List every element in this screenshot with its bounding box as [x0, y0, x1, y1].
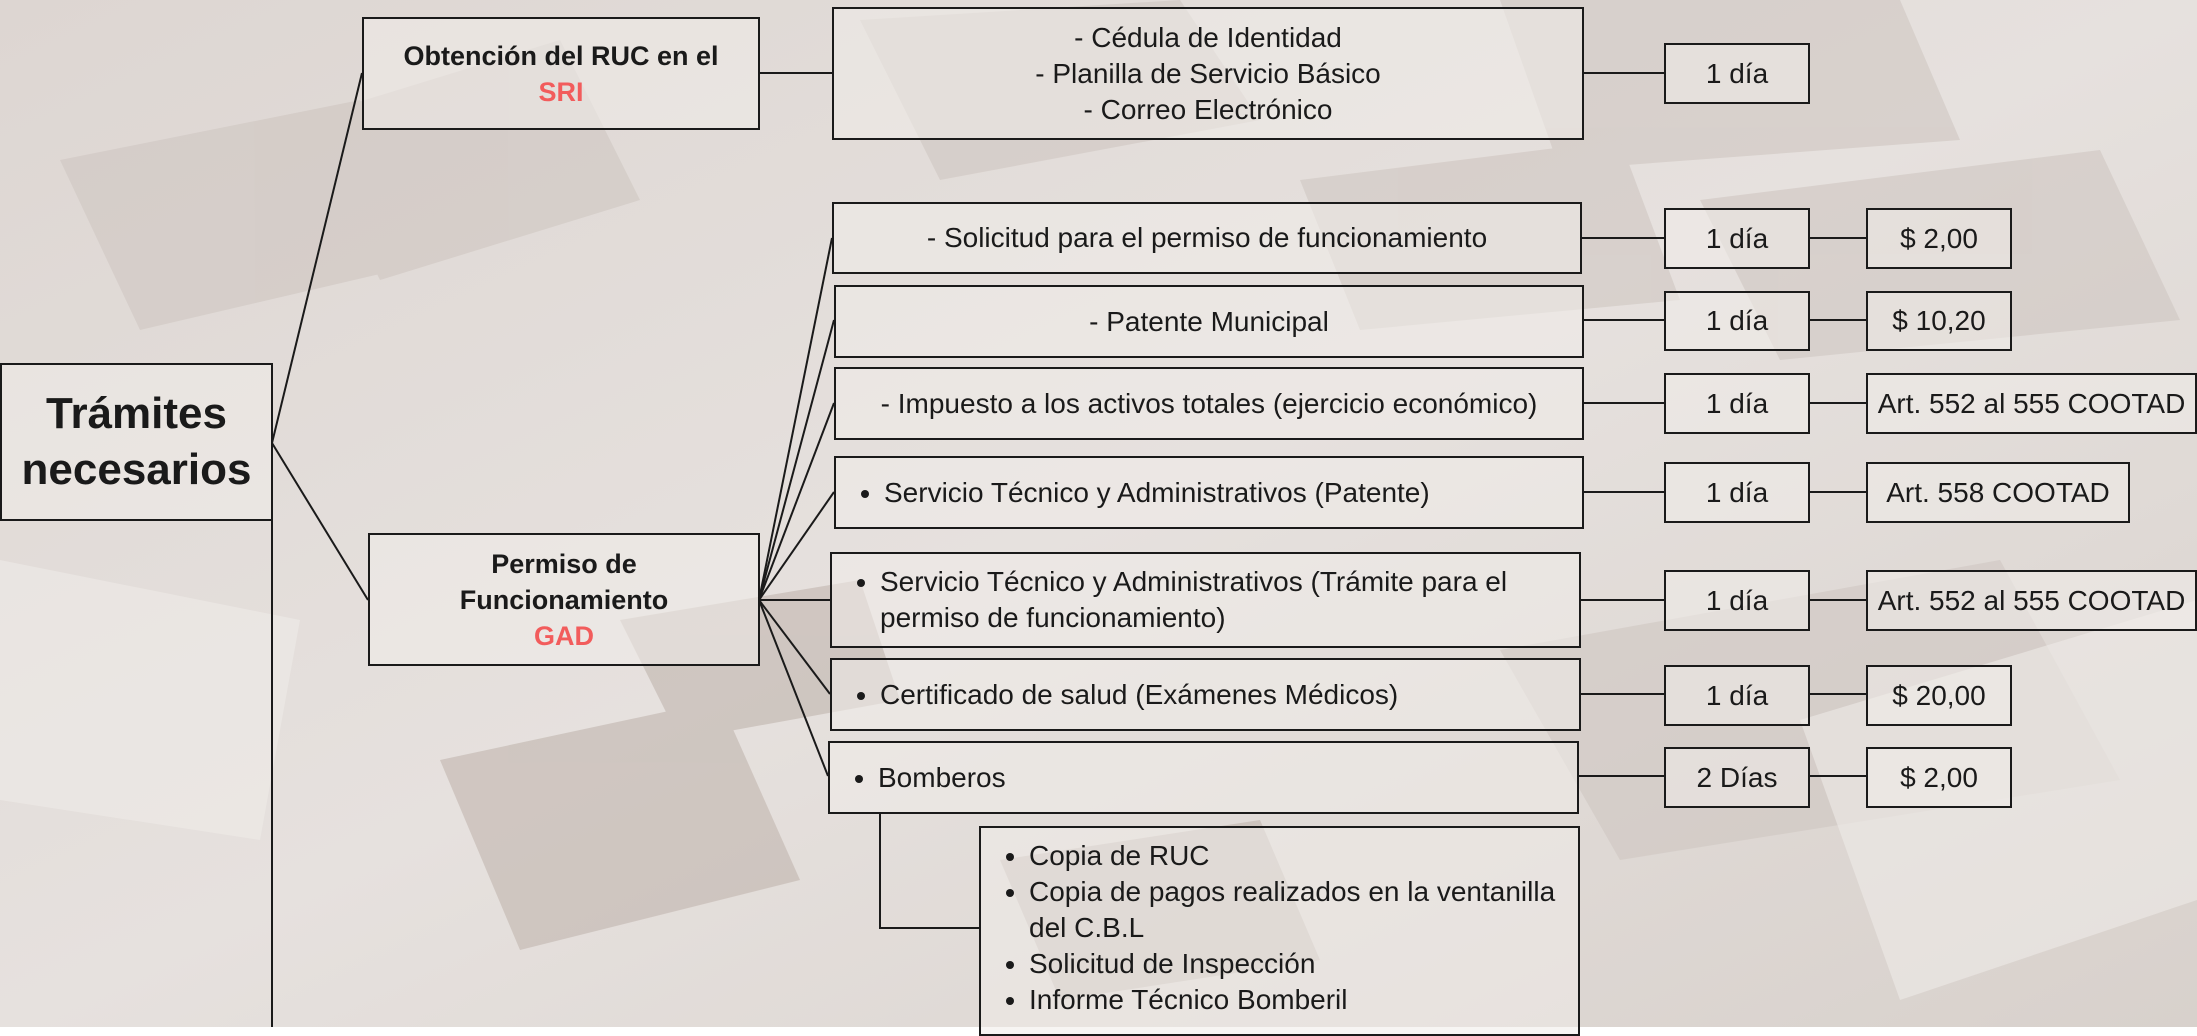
gad-item-cost: $ 2,00: [1900, 761, 1978, 793]
gad-branch-org: GAD: [534, 620, 594, 651]
gad-item-cost-box: $ 10,20: [1866, 291, 2012, 351]
sri-requirement: - Correo Electrónico: [1083, 93, 1333, 125]
gad-item-box: Bomberos: [828, 741, 1579, 814]
gad-item-cost: $ 2,00: [1900, 222, 1978, 254]
gad-item-cost: $ 10,20: [1892, 305, 1986, 336]
gad-item-time: 1 día: [1705, 305, 1769, 336]
bomberos-requirement: Copia de pagos realizados en la ventanil…: [1029, 874, 1578, 946]
gad-item-time: 1 día: [1705, 476, 1769, 508]
gad-item-time: 1 día: [1705, 222, 1769, 254]
gad-item-box: - Solicitud para el permiso de funcionam…: [832, 202, 1582, 274]
sri-time: 1 día: [1705, 57, 1769, 89]
gad-item-text: Certificado de salud (Exámenes Médicos): [880, 677, 1398, 713]
sri-branch-org: SRI: [538, 76, 584, 107]
gad-item-box: Certificado de salud (Exámenes Médicos): [830, 658, 1581, 731]
gad-item-cost-box: $ 2,00: [1866, 208, 2012, 269]
sri-requirement: - Cédula de Identidad: [1074, 21, 1342, 53]
gad-item-cost: Art. 558 COOTAD: [1886, 476, 2110, 508]
gad-item-box: - Impuesto a los activos totales (ejerci…: [834, 367, 1584, 440]
gad-item-cost-box: $ 20,00: [1866, 665, 2012, 726]
gad-item-text: Servicio Técnico y Administrativos (Pate…: [884, 475, 1430, 511]
gad-item-time-box: 1 día: [1664, 291, 1810, 351]
gad-branch-line2: Funcionamiento: [459, 584, 669, 615]
sri-branch-node: Obtención del RUC en el SRI: [362, 17, 760, 130]
gad-item-text: Bomberos: [878, 760, 1006, 796]
bomberos-requirement: Informe Técnico Bomberil: [1029, 982, 1578, 1018]
gad-item-time-box: 1 día: [1664, 570, 1810, 631]
sri-branch-title: Obtención del RUC en el: [403, 40, 719, 71]
gad-item-time: 1 día: [1705, 584, 1769, 616]
root-line1: Trámites: [46, 389, 227, 438]
gad-item-cost-box: $ 2,00: [1866, 747, 2012, 808]
gad-item-time: 1 día: [1705, 679, 1769, 711]
bomberos-requirement: Solicitud de Inspección: [1029, 946, 1578, 982]
gad-item-time: 1 día: [1705, 387, 1769, 419]
gad-item-text: Servicio Técnico y Administrativos (Trám…: [880, 564, 1579, 636]
sri-time-box: 1 día: [1664, 43, 1810, 104]
sri-requirements-box: - Cédula de Identidad - Planilla de Serv…: [832, 7, 1584, 140]
gad-item-time-box: 1 día: [1664, 462, 1810, 523]
root-node: Trámites necesarios: [0, 363, 273, 521]
gad-item-box: - Patente Municipal: [834, 285, 1584, 358]
gad-item-time-box: 1 día: [1664, 665, 1810, 726]
gad-item-box: Servicio Técnico y Administrativos (Trám…: [830, 552, 1581, 648]
gad-item-box: Servicio Técnico y Administrativos (Pate…: [834, 456, 1584, 529]
gad-item-text: - Solicitud para el permiso de funcionam…: [926, 222, 1488, 253]
gad-item-time-box: 1 día: [1664, 208, 1810, 269]
gad-item-cost-box: Art. 558 COOTAD: [1866, 462, 2130, 523]
root-line2: necesarios: [21, 445, 252, 494]
gad-item-cost: Art. 552 al 555 COOTAD: [1877, 584, 2186, 616]
gad-item-cost: $ 20,00: [1892, 679, 1986, 711]
gad-item-time-box: 1 día: [1664, 373, 1810, 434]
gad-item-cost: Art. 552 al 555 COOTAD: [1877, 387, 2186, 419]
gad-branch-node: Permiso de Funcionamiento GAD: [368, 533, 760, 666]
gad-item-cost-box: Art. 552 al 555 COOTAD: [1866, 570, 2197, 631]
gad-item-time: 2 Días: [1696, 761, 1778, 793]
gad-item-text: - Patente Municipal: [1089, 305, 1329, 337]
bomberos-requirement: Copia de RUC: [1029, 838, 1578, 874]
gad-item-cost-box: Art. 552 al 555 COOTAD: [1866, 373, 2197, 434]
bomberos-requirements-box: Copia de RUC Copia de pagos realizados e…: [979, 826, 1580, 1036]
gad-item-text: - Impuesto a los activos totales (ejerci…: [880, 387, 1538, 419]
gad-item-time-box: 2 Días: [1664, 747, 1810, 808]
gad-branch-line1: Permiso de: [491, 548, 637, 579]
sri-requirement: - Planilla de Servicio Básico: [1035, 57, 1381, 89]
